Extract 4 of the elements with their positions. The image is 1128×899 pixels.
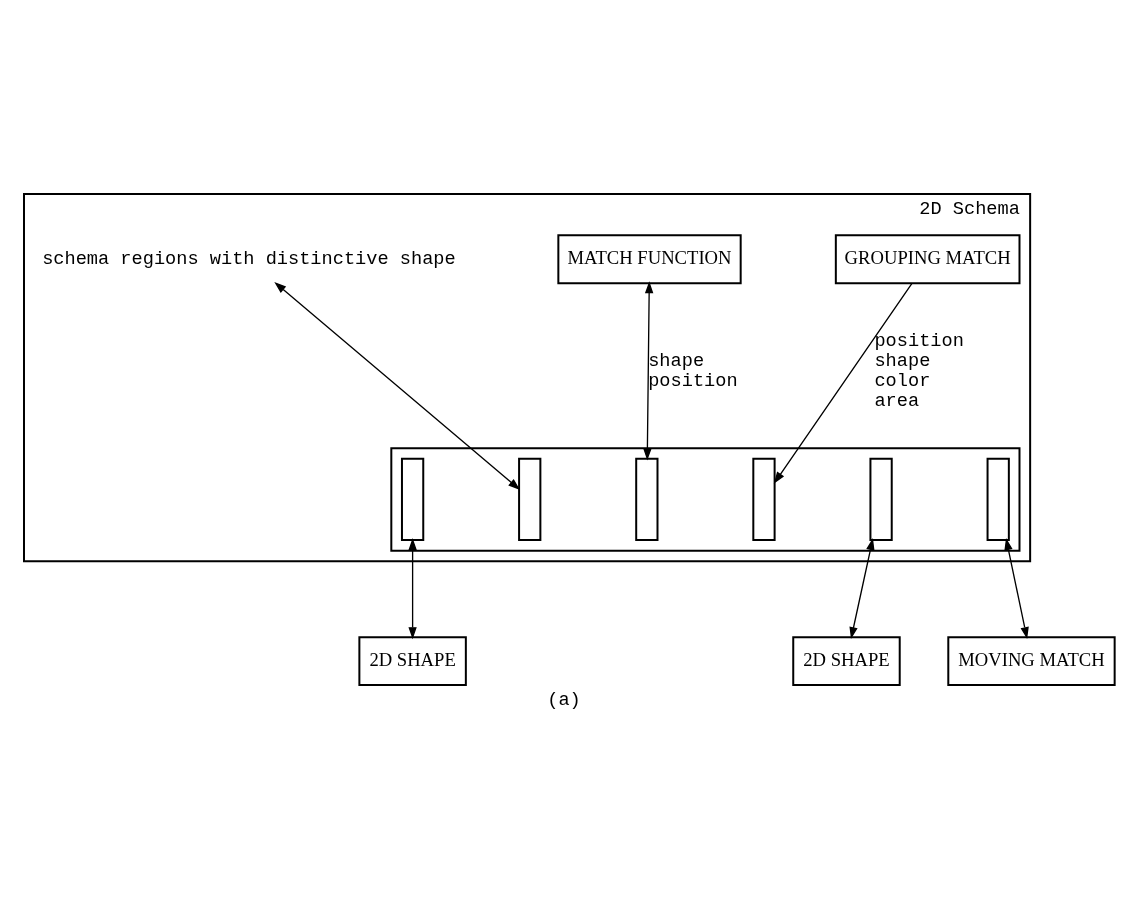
caption: (a) [547,689,581,712]
edge-label: position shape color area [874,329,964,412]
edge-label: shape position [648,349,738,392]
node-text: schema regions with distinctive shape [42,248,456,271]
